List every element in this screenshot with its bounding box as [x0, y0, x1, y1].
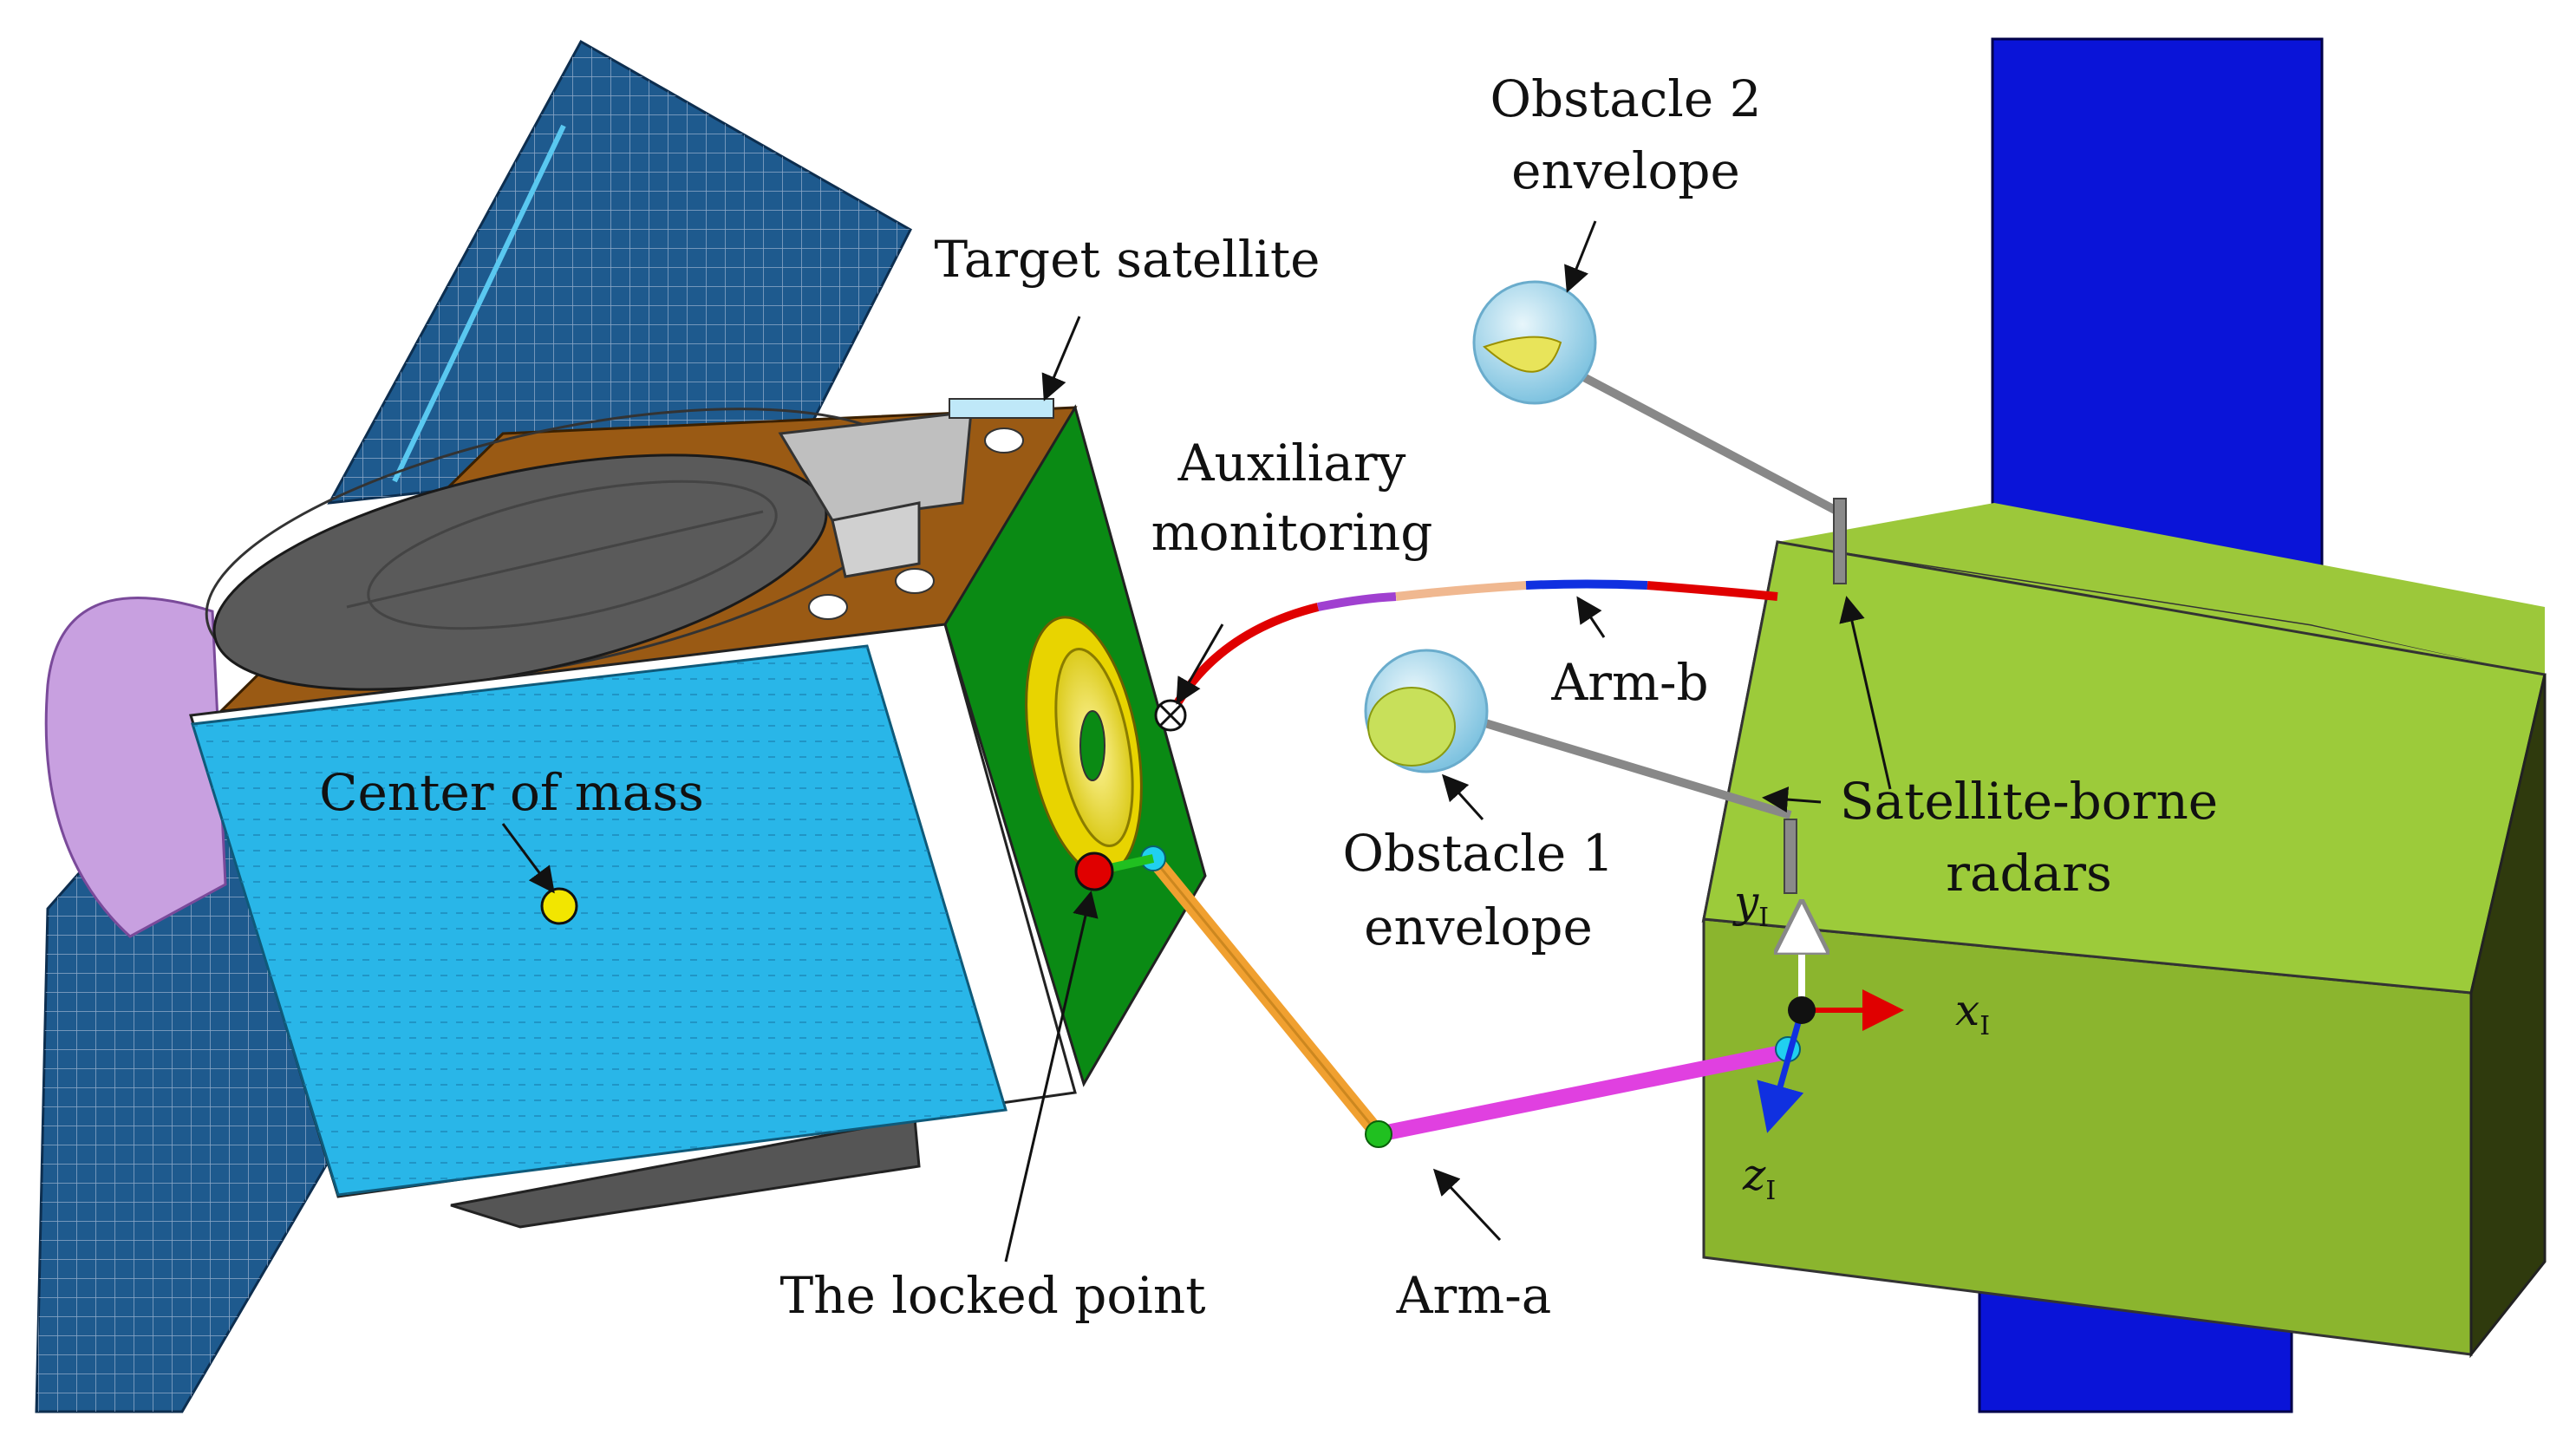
antenna-dish	[205, 408, 923, 691]
label-obstacle1-line2: envelope	[1364, 897, 1593, 956]
label-radars-line1: Satellite-borne	[1839, 772, 2219, 831]
leader-arm-a	[1432, 1168, 1502, 1242]
service-box-top-upper	[1777, 503, 2545, 676]
leader-radar-1	[1839, 596, 1892, 790]
locked-point-marker	[1074, 852, 1114, 891]
axis-label-x: xI	[1955, 985, 1991, 1041]
axis-label-y: yI	[1734, 877, 1770, 933]
label-obstacle2-line1: Obstacle 2	[1490, 69, 1762, 128]
label-arm-b: Arm-b	[1551, 653, 1709, 712]
center-of-mass-marker	[540, 887, 578, 925]
axis-label-z: zI	[1743, 1150, 1777, 1206]
label-auxiliary-line2: monitoring	[1151, 503, 1433, 562]
leader-obstacle-1	[1441, 773, 1484, 821]
label-target-satellite: Target satellite	[934, 230, 1321, 289]
label-radars-line2: radars	[1946, 844, 2112, 903]
leader-arm-b	[1576, 596, 1606, 638]
leader-radar-2	[1762, 786, 1822, 813]
label-obstacle1-line1: Obstacle 1	[1342, 824, 1614, 883]
obstacle-1	[1364, 649, 1797, 894]
feed-bracket	[778, 410, 973, 522]
obstacle-2	[1472, 280, 1847, 584]
leader-obstacle-2	[1564, 220, 1597, 293]
label-arm-a: Arm-a	[1396, 1266, 1552, 1325]
leader-center-of-mass	[501, 823, 555, 894]
service-box-front	[1702, 917, 2473, 1356]
leader-lines	[501, 220, 1892, 1263]
leader-target-satellite	[1041, 316, 1081, 401]
leader-locked-point	[1004, 891, 1099, 1263]
leader-auxiliary	[1176, 623, 1224, 705]
label-obstacle2-line2: envelope	[1511, 141, 1740, 200]
label-auxiliary-line1: Auxiliary	[1177, 434, 1406, 493]
thruster-cone	[44, 597, 227, 938]
label-locked-point: The locked point	[779, 1266, 1206, 1325]
arm-a	[1092, 845, 1801, 1148]
z-axis-arrow	[1757, 1009, 1805, 1133]
docking-ring	[1025, 616, 1143, 876]
auxiliary-monitoring-marker	[1154, 699, 1187, 732]
service-box-side	[2469, 674, 2547, 1359]
inertial-frame	[1757, 906, 1904, 1133]
arm-a-link1	[1145, 851, 1386, 1142]
arm-a-link2	[1371, 1044, 1794, 1142]
label-center-of-mass: Center of mass	[319, 763, 704, 822]
service-box	[1701, 503, 2547, 1359]
target-satellite	[35, 39, 1207, 1413]
